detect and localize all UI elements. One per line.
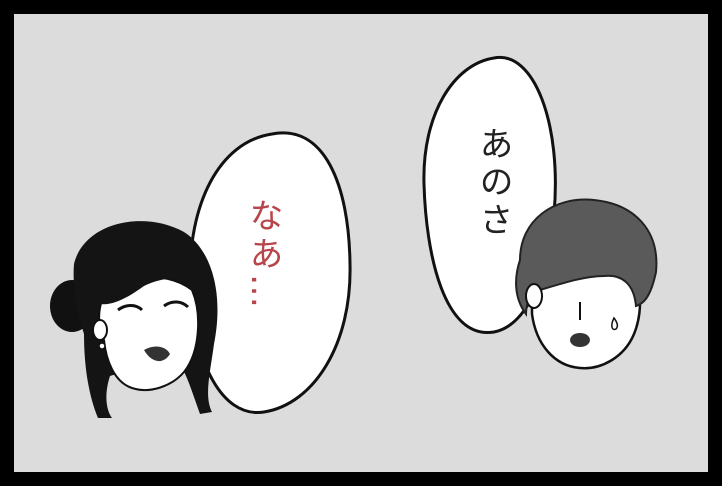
speech-bubble-left <box>188 131 352 414</box>
panel-illustration <box>50 55 658 418</box>
woman-character <box>50 221 218 418</box>
man-character <box>515 198 658 370</box>
woman-speech-text: なあ… <box>243 198 283 312</box>
man-speech-text: あのさ <box>473 126 513 240</box>
comic-panel: なあ… あのさ <box>14 14 708 472</box>
